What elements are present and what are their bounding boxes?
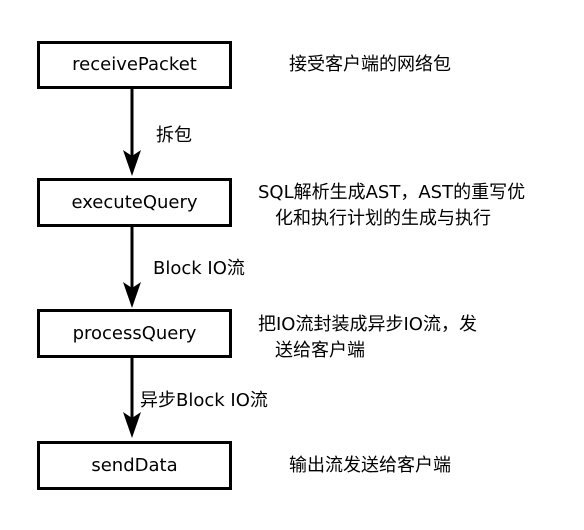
arrowhead-execute-to-process (123, 282, 141, 308)
arrowhead-receive-to-execute (123, 150, 141, 176)
node-label: processQuery (72, 322, 197, 344)
edge-label-block-io: Block IO流 (153, 258, 245, 279)
description-execute-query: SQL解析生成AST，AST的重写优 化和执行计划的生成与执行 (258, 182, 526, 229)
edge-label-async-block-io: 异步Block IO流 (140, 390, 268, 412)
node-send-data: sendData (37, 441, 232, 490)
description-receive-packet: 接受客户端的网络包 (289, 54, 451, 75)
node-execute-query: executeQuery (37, 178, 232, 227)
arrowhead-process-to-send (123, 412, 141, 438)
edge-label-unpack: 拆包 (156, 125, 192, 146)
node-label: receivePacket (72, 54, 197, 75)
description-process-query: 把IO流封装成异步IO流，发 送给客户端 (258, 314, 477, 361)
description-send-data: 输出流发送给客户端 (289, 455, 451, 476)
node-receive-packet: receivePacket (37, 41, 232, 89)
node-label: sendData (91, 454, 178, 476)
node-label: executeQuery (71, 191, 198, 213)
node-process-query: processQuery (37, 309, 232, 358)
